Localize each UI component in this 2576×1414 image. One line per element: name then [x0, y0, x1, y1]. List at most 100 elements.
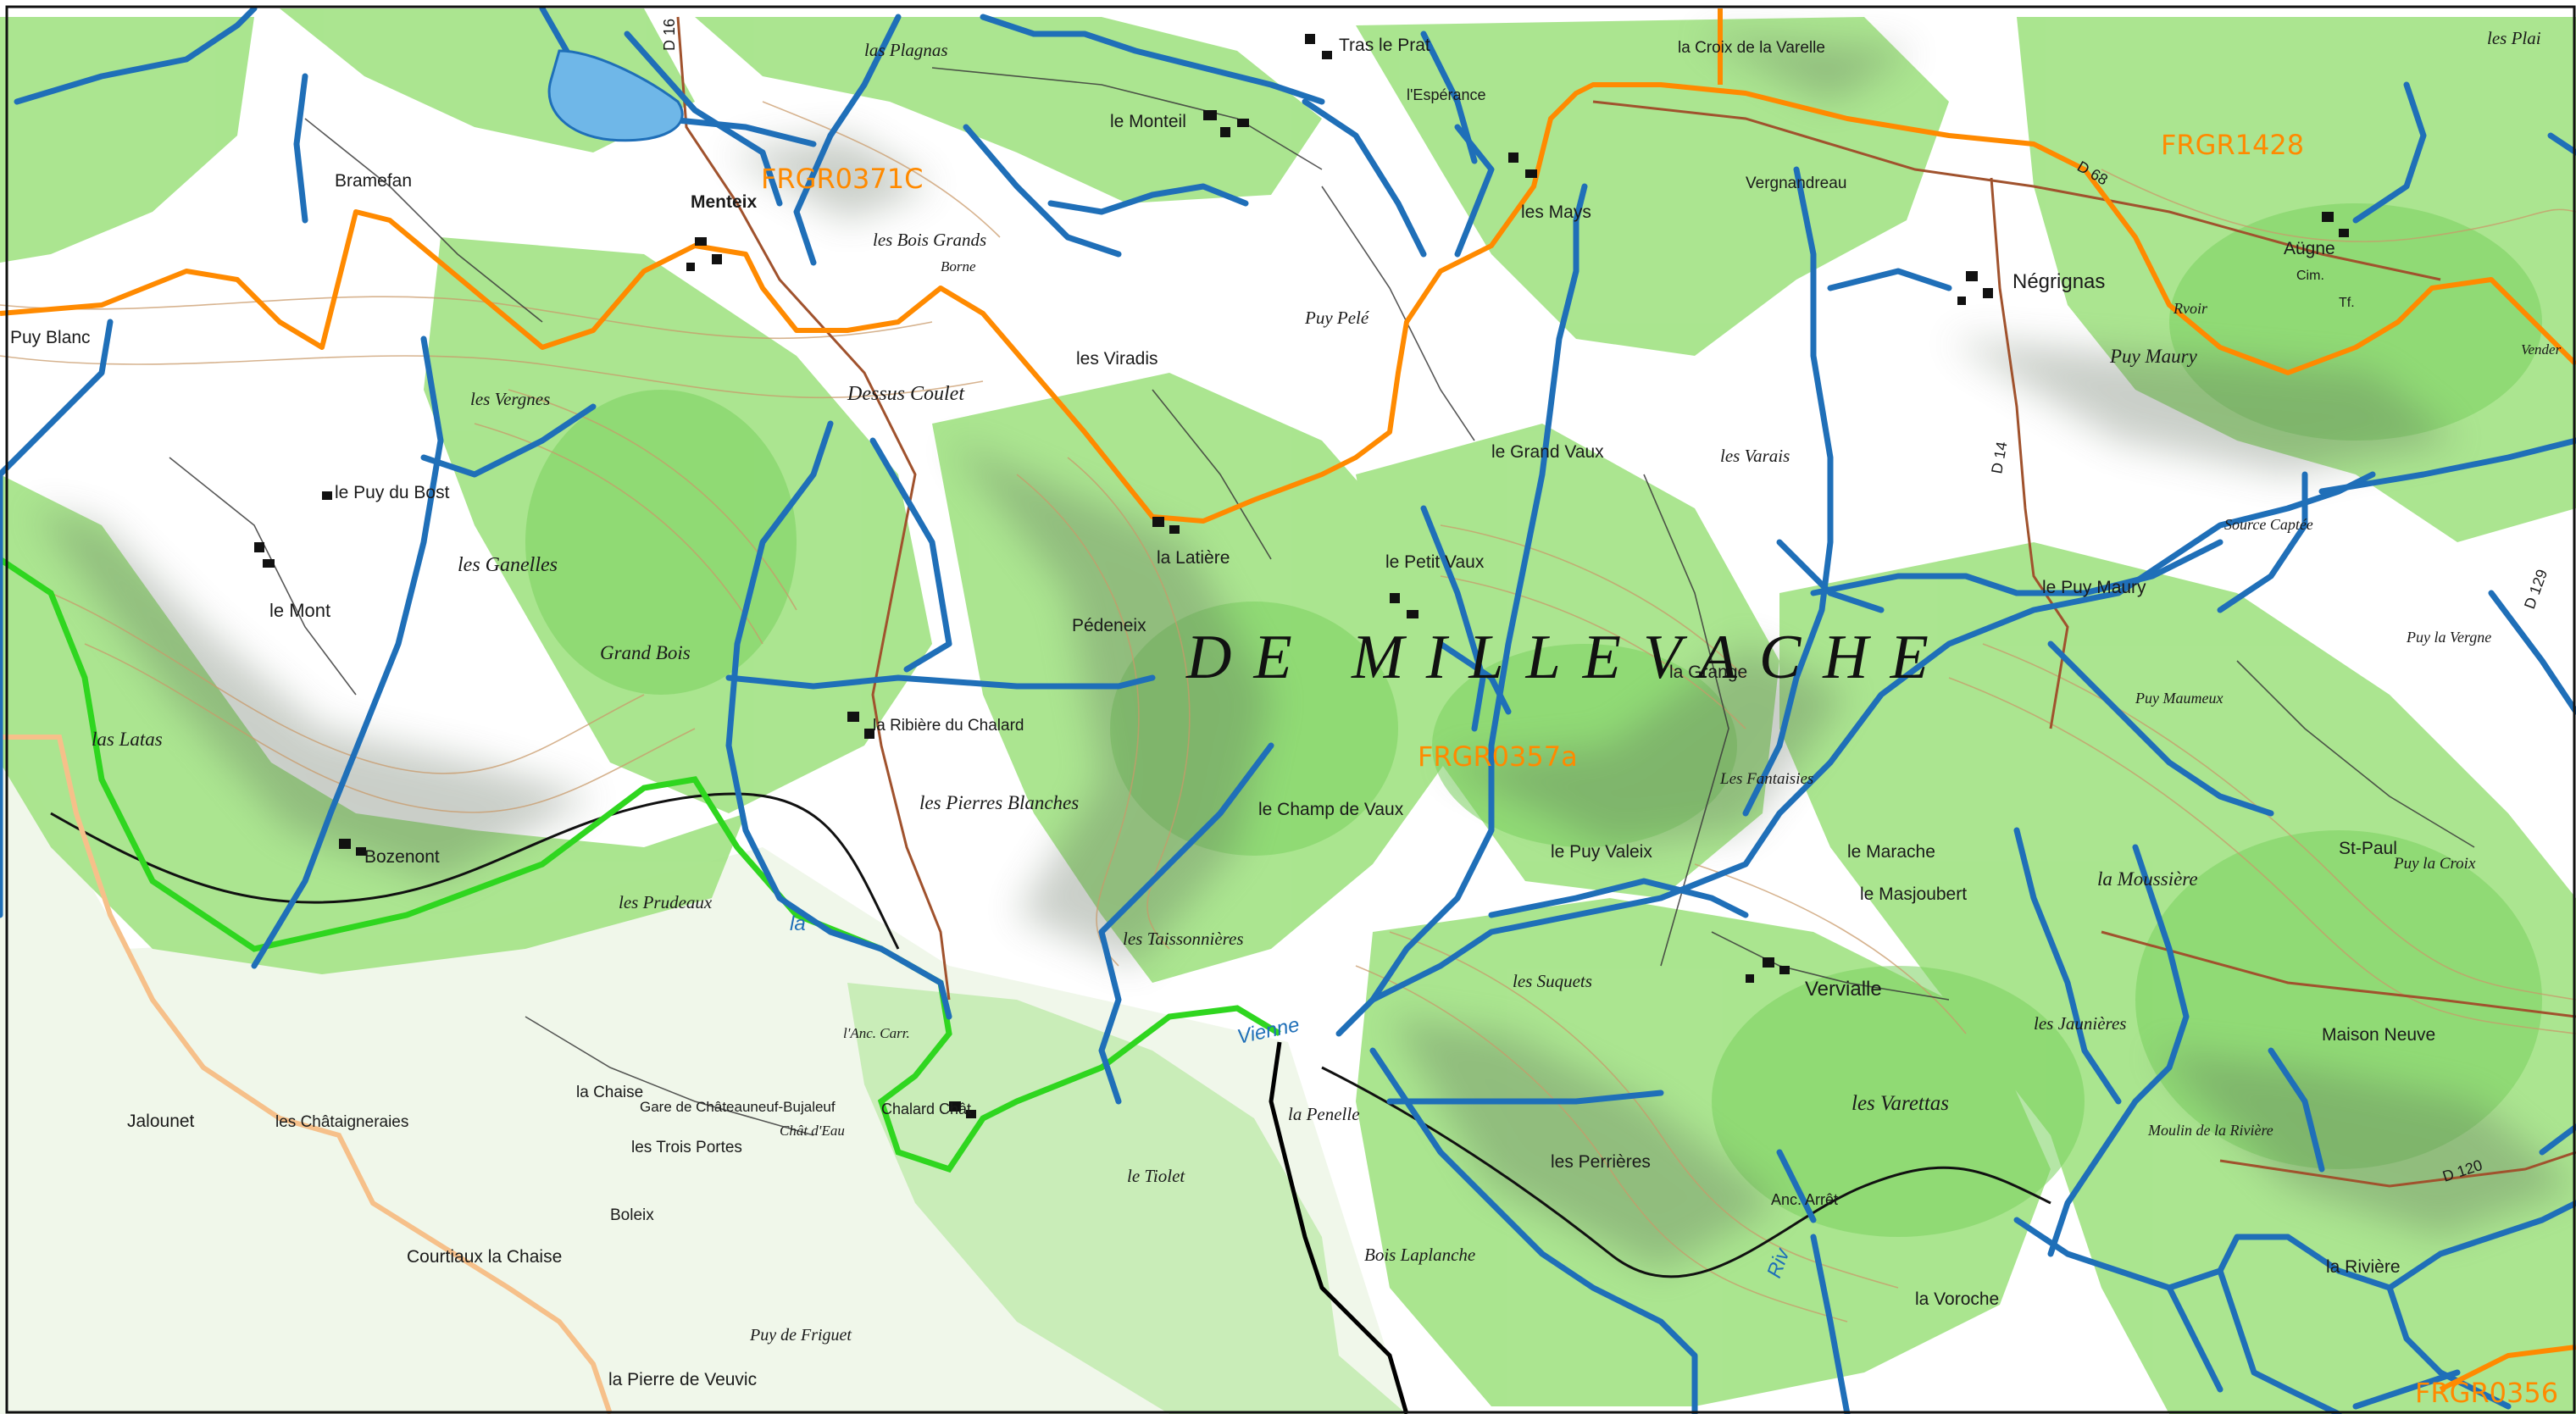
- place-label: Les Fantaisies: [1719, 770, 1813, 788]
- place-label: Courtiaux la Chaise: [407, 1247, 562, 1267]
- place-label: Jalounet: [127, 1112, 195, 1131]
- boundary-orange-se: [2439, 1345, 2576, 1392]
- place-label: les Ganelles: [458, 554, 558, 576]
- road-label: D 16: [661, 19, 678, 51]
- place-label: Bois Laplanche: [1364, 1245, 1475, 1265]
- place-label: le Tiolet: [1127, 1166, 1185, 1186]
- place-label: Puy Blanc: [10, 328, 91, 347]
- place-label: Pédeneix: [1072, 616, 1146, 635]
- water-body-code-frgr0357a: FRGR0357a: [1418, 740, 1578, 773]
- place-label: Puy Pelé: [1304, 308, 1370, 328]
- place-label: la Moussière: [2097, 868, 2198, 890]
- water-body-code-frgr0356: FRGR0356: [2415, 1377, 2558, 1409]
- place-label: les Bois Grands: [873, 230, 986, 250]
- water-body-code-frgr1428: FRGR1428: [2161, 129, 2304, 161]
- boundary-black: [1269, 1041, 1409, 1414]
- place-label: le Puy du Bost: [335, 483, 450, 502]
- place-label: Dessus Coulet: [847, 383, 965, 405]
- place-label: les Suquets: [1513, 971, 1592, 991]
- place-label: Aügne: [2284, 239, 2335, 258]
- place-label: Puy la Vergne: [2406, 629, 2491, 646]
- place-label: Tras le Prat: [1339, 36, 1430, 55]
- railway: [50, 792, 2051, 1278]
- place-label: Puy Maumeux: [2135, 690, 2223, 707]
- water-body-codes: FRGR0371C FRGR1428 FRGR0357a FRGR0356: [761, 129, 2558, 1409]
- place-label: Négrignas: [2012, 270, 2105, 293]
- place-label: Chât d'Eau: [780, 1123, 845, 1139]
- place-label: Rvoir: [2173, 300, 2208, 317]
- place-label: le Petit Vaux: [1385, 552, 1485, 572]
- place-label: Anc. Arrêt: [1771, 1191, 1838, 1208]
- rivers: [0, 5, 2576, 1414]
- place-label: les Mays: [1521, 202, 1591, 222]
- place-label: la Chaise: [576, 1084, 643, 1101]
- place-label: l'Anc. Carr.: [843, 1025, 910, 1041]
- place-label: Menteix: [691, 192, 758, 212]
- place-label: Boleix: [610, 1206, 654, 1224]
- place-label: Borne: [941, 258, 976, 274]
- place-label: Cim.: [2296, 269, 2324, 283]
- place-label: St-Paul: [2339, 839, 2397, 858]
- place-label: les Varettas: [1852, 1092, 1949, 1115]
- place-label: les Varais: [1720, 446, 1790, 466]
- place-label: le Champ de Vaux: [1258, 800, 1404, 819]
- place-label: Bramefan: [335, 171, 412, 191]
- road-d68: [1592, 100, 2441, 281]
- boundary-orange: [0, 82, 2576, 524]
- place-label: la Penelle: [1288, 1104, 1360, 1124]
- place-label: le Mont: [269, 600, 330, 621]
- place-label: las Latas: [92, 729, 163, 750]
- place-label: Moulin de la Rivière: [2147, 1122, 2273, 1139]
- settlements: [254, 34, 2349, 1118]
- road-d14-north: [1990, 177, 2069, 729]
- place-label: les Châtaigneraies: [275, 1113, 408, 1131]
- region-label: DE MILLEVACHE: [1185, 623, 1951, 692]
- water-body-code-frgr0371c: FRGR0371C: [761, 163, 923, 195]
- place-label: Source Captée: [2224, 516, 2313, 533]
- place-label: la Ribière du Chalard: [873, 717, 1024, 735]
- place-label: le Masjoubert: [1860, 884, 1967, 904]
- place-label: l'Espérance: [1407, 86, 1486, 103]
- place-labels: Tras le Prat l'Espérance las Plagnas le …: [10, 28, 2562, 1389]
- road-d14-east: [2101, 930, 2576, 1018]
- roads: [676, 16, 2576, 1188]
- place-label: le Marache: [1847, 842, 1935, 862]
- boundary-light-orange: [0, 735, 613, 1414]
- place-label: le Puy Maury: [2042, 578, 2146, 597]
- place-label: Vergnandreau: [1746, 175, 1846, 192]
- place-label: les Jaunières: [2034, 1013, 2126, 1034]
- relief-shading: [34, 34, 2576, 1271]
- lake: [547, 49, 684, 142]
- place-label: la Croix de la Varelle: [1678, 39, 1825, 57]
- place-label: les Plai: [2487, 28, 2541, 48]
- place-label: le Grand Vaux: [1491, 442, 1604, 462]
- place-label: Vender: [2521, 341, 2562, 358]
- place-label: les Taissonnières: [1123, 929, 1244, 949]
- road-d120: [2219, 1151, 2576, 1188]
- place-label: les Trois Portes: [631, 1139, 742, 1156]
- place-label: la Pierre de Veuvic: [608, 1370, 757, 1389]
- place-label: les Viradis: [1076, 349, 1158, 369]
- place-label: la Grange: [1669, 663, 1747, 682]
- place-label: Chalard Chât: [881, 1101, 971, 1117]
- place-label: Puy la Croix: [2393, 855, 2476, 873]
- place-label: Grand Bois: [600, 642, 691, 663]
- minor-roads: [169, 67, 2475, 1136]
- place-label: la Voroche: [1915, 1289, 1999, 1309]
- river-label-la: la: [790, 912, 806, 935]
- map-frame: [5, 5, 2576, 1414]
- place-label: Maison Neuve: [2322, 1025, 2435, 1045]
- place-label: Vervialle: [1805, 978, 1882, 1001]
- place-label: Gare de Châteauneuf-Bujaleuf: [640, 1099, 836, 1115]
- place-label: les Prudeaux: [619, 892, 713, 912]
- place-label: les Perrières: [1551, 1152, 1651, 1172]
- place-label: Tf.: [2339, 296, 2355, 310]
- place-label: le Monteil: [1110, 112, 1186, 131]
- place-label: Bozenont: [364, 847, 440, 867]
- place-label: les Pierres Blanches: [919, 792, 1079, 813]
- place-label: Puy Maury: [2109, 346, 2198, 367]
- place-label: la Latière: [1157, 548, 1230, 568]
- place-label: Puy de Friguet: [749, 1326, 852, 1345]
- road-d16: [676, 16, 951, 1001]
